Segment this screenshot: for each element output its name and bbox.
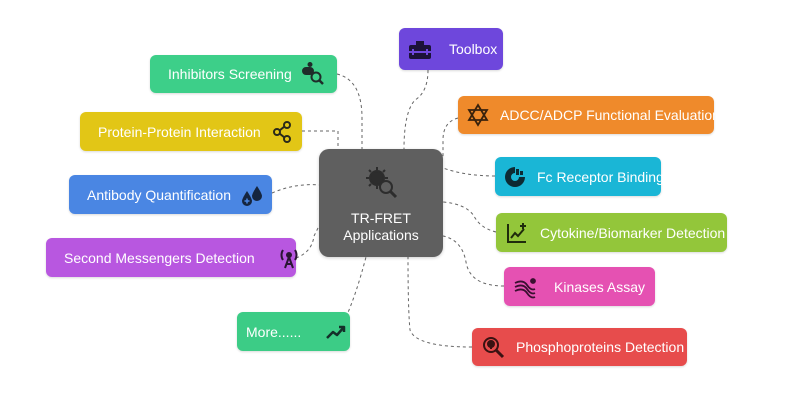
node-label: Second Messengers Detection xyxy=(64,249,255,266)
node-fc-receptor-binding[interactable]: Fc Receptor Binding xyxy=(495,157,664,196)
virus-magnifier-icon xyxy=(364,165,398,204)
network-nodes-icon xyxy=(269,119,295,145)
node-inhibitors-screening[interactable]: Inhibitors Screening xyxy=(150,55,337,93)
connector-inhibitors xyxy=(336,73,363,149)
connector-more xyxy=(345,256,367,318)
node-adcc-adcp-functional-evaluation[interactable]: ADCC/ADCP Functional Evaluation xyxy=(458,96,720,134)
node-label: Toolbox xyxy=(449,41,498,57)
node-label: Kinases Assay xyxy=(554,278,646,295)
node-toolbox[interactable]: Toolbox xyxy=(399,28,503,70)
node-phosphoproteins-detection[interactable]: Phosphoproteins Detection xyxy=(472,328,687,366)
node-label: Inhibitors Screening xyxy=(168,66,292,82)
node-label: Fc Receptor Binding xyxy=(537,168,664,185)
center-title-line1: TR-FRET xyxy=(351,209,411,226)
node-label: Antibody Quantification xyxy=(87,186,231,203)
center-node: TR-FRET Applications xyxy=(319,149,443,257)
connector-adcc xyxy=(442,117,459,158)
node-second-messengers-detection[interactable]: Second Messengers Detection xyxy=(46,238,298,277)
star-of-david-icon xyxy=(466,102,490,128)
node-antibody-quantification[interactable]: Antibody Quantification xyxy=(69,175,272,214)
connector-antibody xyxy=(271,184,320,194)
node-label: Cytokine/Biomarker Detection xyxy=(540,224,726,241)
node-cytokine-biomarker-detection[interactable]: Cytokine/Biomarker Detection xyxy=(496,213,727,252)
toolbox-icon xyxy=(407,36,433,62)
droplets-icon xyxy=(239,182,265,208)
receptor-icon xyxy=(503,164,527,190)
connector-phospho xyxy=(407,256,473,348)
pill-magnifier-icon xyxy=(300,61,326,87)
node-label: Protein-Protein Interaction xyxy=(98,123,261,140)
node-kinases-assay[interactable]: Kinases Assay xyxy=(504,267,655,306)
connector-kinases xyxy=(442,235,505,287)
connector-cytokine xyxy=(442,201,497,233)
center-title-line2: Applications xyxy=(343,226,419,243)
connector-toolbox xyxy=(403,69,429,150)
connector-fc xyxy=(442,167,496,177)
signal-tower-icon xyxy=(277,245,301,271)
magnifier-cell-icon xyxy=(480,334,506,360)
node-label: More...... xyxy=(246,323,302,340)
node-label: ADCC/ADCP Functional Evaluation xyxy=(500,107,720,123)
trend-up-icon xyxy=(323,319,349,345)
node-protein-protein-interaction[interactable]: Protein-Protein Interaction xyxy=(80,112,302,151)
waves-icon xyxy=(512,274,538,300)
chart-plus-icon xyxy=(504,220,530,246)
connector-protein xyxy=(302,130,339,149)
node-label: Phosphoproteins Detection xyxy=(516,339,685,355)
node-more[interactable]: More...... xyxy=(237,312,350,351)
